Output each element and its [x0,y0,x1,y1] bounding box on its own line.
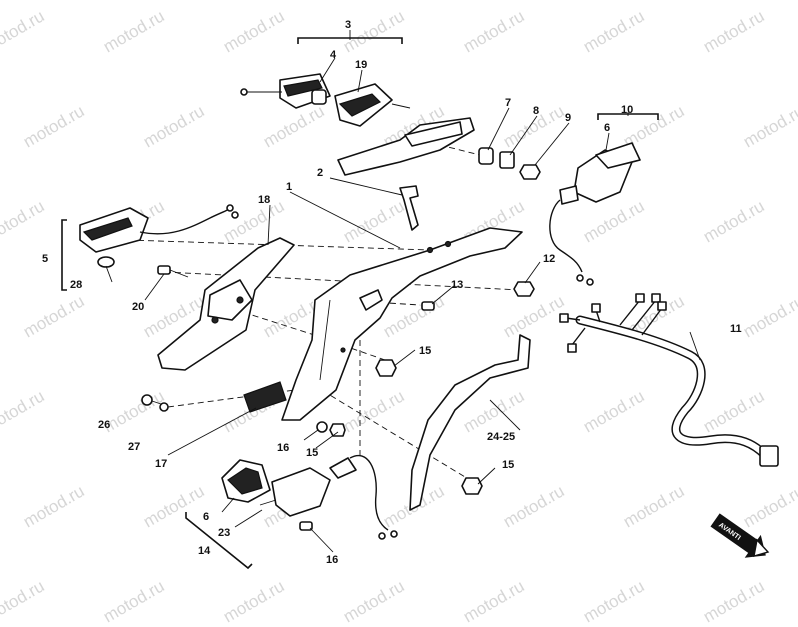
cable-clip [399,185,419,231]
callout-17: 15 [306,447,318,459]
callout-3: 3 [345,19,351,31]
plate-light [79,204,239,268]
callout-6-left: 6 [203,511,209,523]
lower-mudguard [409,334,531,511]
callout-15-lower: 15 [502,459,514,471]
callout-23: 23 [218,527,230,539]
plate-bracket [157,237,295,371]
callout-26: 26 [98,419,110,431]
callout-15-upper: 15 [419,345,431,357]
callout-24-25: 24-25 [487,431,515,443]
diagram-drawing: 3 4 19 7 8 9 10 6 1 2 18 5 28 20 13 12 1… [42,19,779,570]
callout-18: 16 [277,442,289,454]
callout-8: 8 [533,105,539,117]
direction-arrowhead-icon [753,538,770,557]
callout-16: 16 [326,554,338,566]
callout-14: 14 [198,545,211,557]
callout-1: 1 [286,181,292,193]
callout-5: 5 [42,253,48,265]
callout-27: 27 [128,441,140,453]
callout-12: 12 [543,253,555,265]
callout-9: 9 [565,112,571,124]
nuts-15 [375,359,483,495]
callout-11: 11 [730,323,742,335]
spacer-washer-nut [478,147,541,180]
nut-12-screw-13 [421,281,535,311]
leader-lines [105,30,701,553]
callout-20: 18 [258,194,270,206]
callout-22: 19 [355,59,367,71]
callouts: 3 4 19 7 8 9 10 6 1 2 18 5 28 20 13 12 1… [42,19,742,566]
callout-4: 4 [330,49,337,61]
tail-fairing-body [281,227,523,421]
bolt-26-washer-27 [141,394,169,412]
callout-2: 2 [317,167,323,179]
rear-bracket [337,117,475,176]
callout-13: 13 [451,279,463,291]
taillight-assembly [240,73,411,127]
left-turn-signal [221,455,398,540]
right-turn-signal [549,142,641,286]
washers-17-18 [316,421,346,437]
callout-19: 17 [155,458,167,470]
callout-10: 10 [621,104,633,116]
callout-28: 28 [70,279,82,291]
callout-21: 20 [132,301,144,313]
callout-7: 7 [505,97,511,109]
reflector-pad [243,381,287,413]
bolt-21 [157,265,189,278]
direction-arrow: AVANTI [710,513,766,558]
wiring-harness [559,293,779,467]
callout-6-right: 6 [604,122,610,134]
